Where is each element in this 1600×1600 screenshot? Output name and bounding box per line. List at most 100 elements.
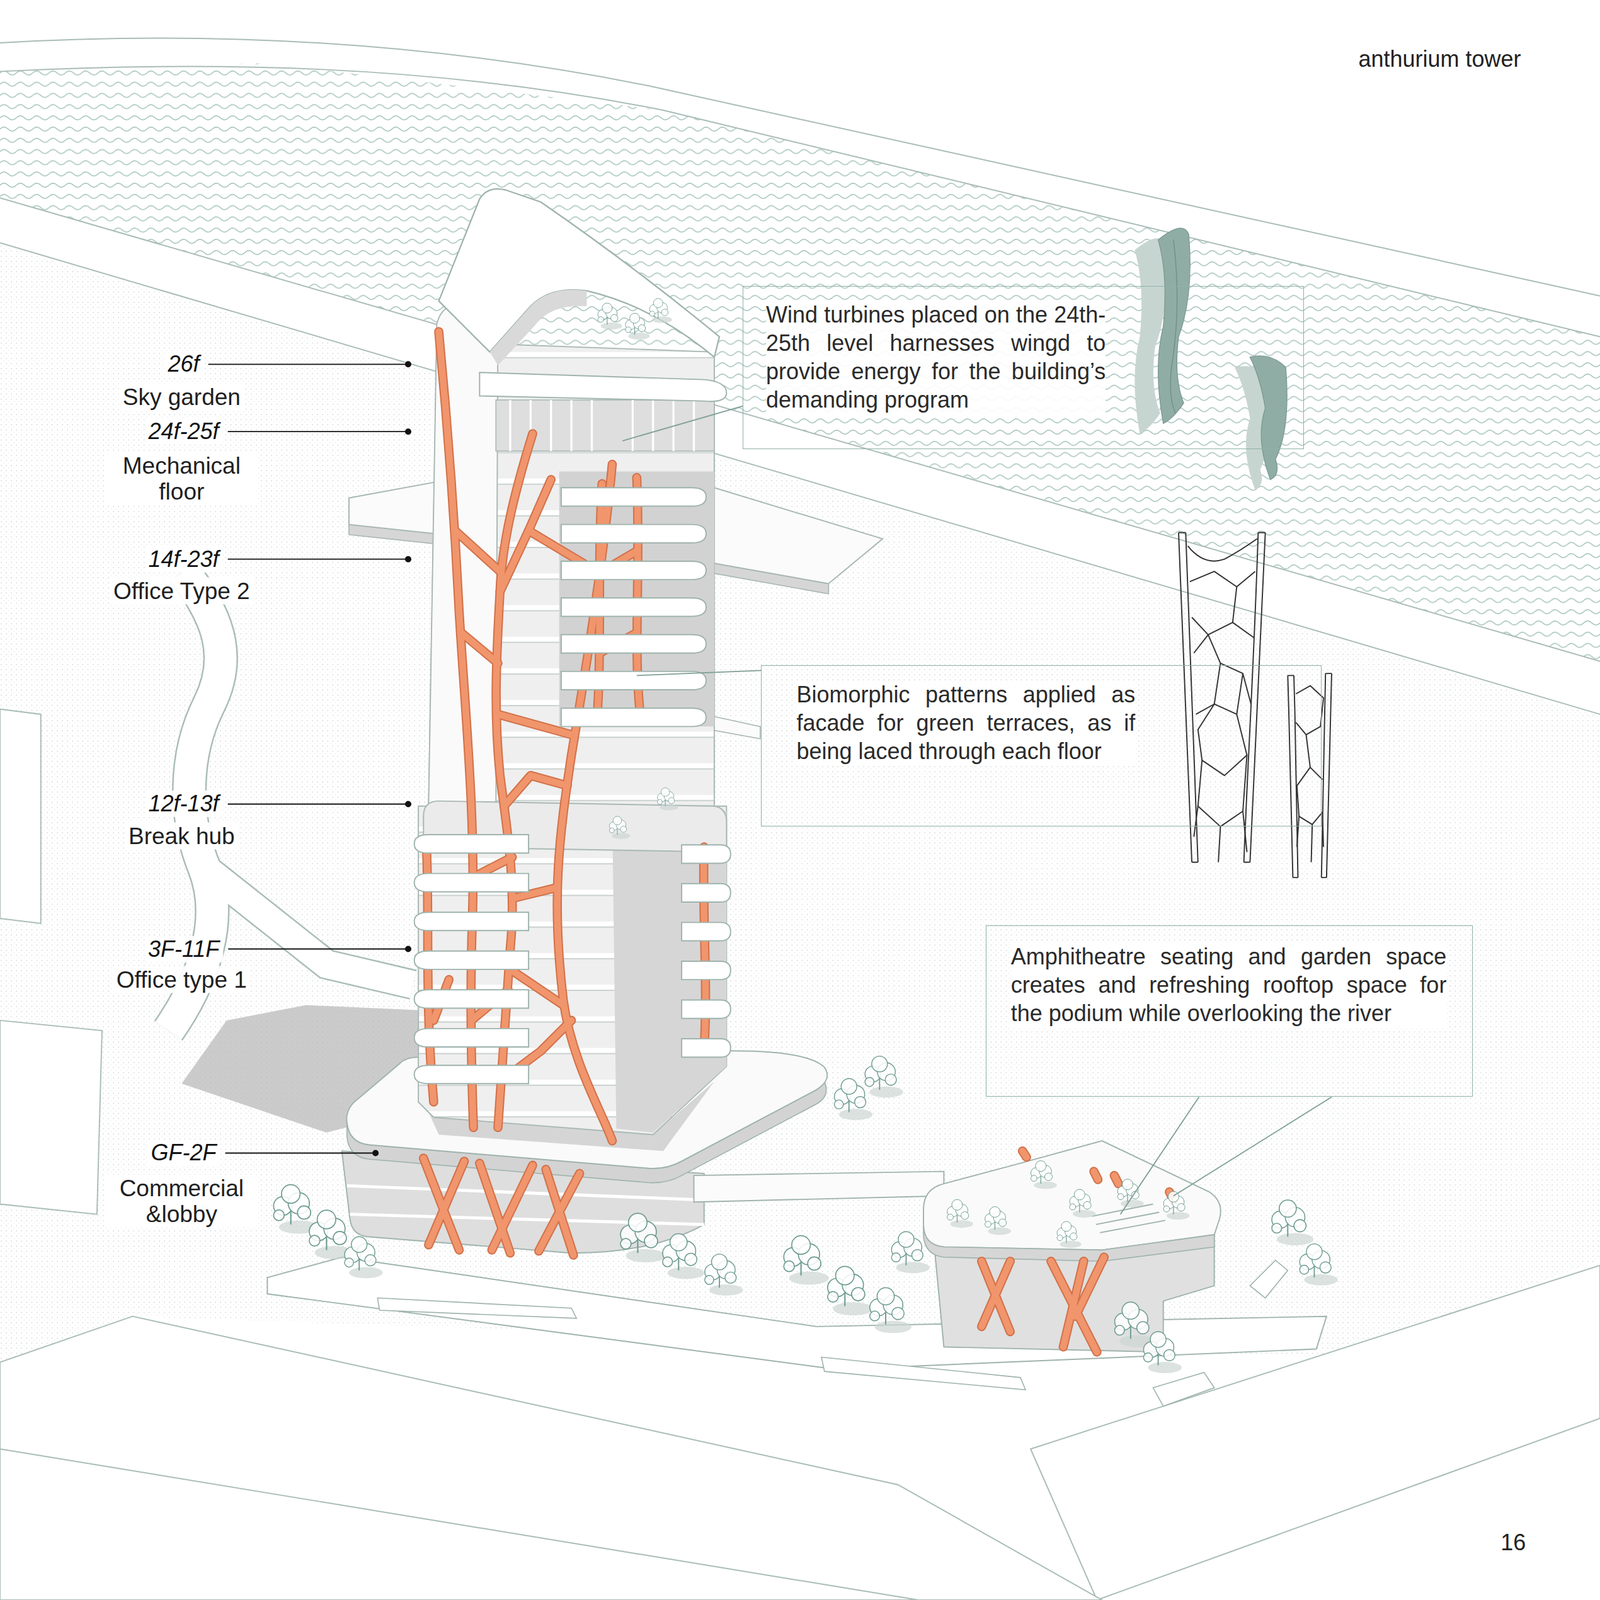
terrace-balconies [561,671,707,690]
floor-range: GF-2F [147,1139,221,1166]
trees [273,298,1338,1374]
tower-roof [490,289,588,366]
wind-turbine [1134,228,1287,490]
biomorphic-lattice [423,331,1174,1352]
site-ground [0,709,41,924]
floor-leader [228,803,409,806]
leader-dot [372,1149,379,1156]
site-paving [821,1356,1026,1390]
page-title: anthurium tower [1355,44,1524,74]
terrace-balconies [414,912,529,931]
lattice-study [1178,532,1266,863]
lattice-study [1297,811,1324,862]
terrace-balconies [414,989,529,1008]
terrace-balconies [414,834,529,853]
trees [864,1056,904,1098]
trees [625,313,651,340]
floor-range: 26f [164,350,204,378]
floor-range: 14f-23f [144,546,223,573]
terrace-balconies [681,844,731,863]
floor-use: Commercial &lobby [105,1174,258,1228]
leader-line [636,670,762,676]
site-paving [1249,1260,1288,1299]
terrace-balconies [681,961,731,980]
river [0,62,1600,661]
trees [1271,1200,1314,1246]
podium [694,1171,945,1203]
callout-text: Wind turbines placed on the 24th-25th le… [765,300,1106,414]
trees [1057,1221,1082,1248]
trees [1031,1160,1058,1190]
terrace-balconies [414,1028,529,1047]
terrace-balconies [414,951,529,970]
terrace-balconies [414,487,731,1084]
lattice-study [1287,675,1298,878]
lattice-study [1214,663,1252,715]
tower-roof [439,188,720,358]
site-ground [0,1448,919,1600]
leader-line [622,406,1332,1215]
biomorphic-lattice [423,331,1174,1352]
right-podium [923,1140,1221,1250]
lattice-study [1188,538,1258,561]
tower-roof [439,188,727,402]
wind-turbine [1249,355,1287,480]
floor-range: 24f-25f [144,418,223,445]
lattice-study [1244,532,1266,863]
leader-dot [405,428,412,435]
terrace-balconies [414,1065,529,1084]
site-paving [377,1298,577,1319]
trees [344,1236,383,1279]
trees [649,298,673,324]
site-paving [1152,1372,1214,1406]
terrace-balconies [681,922,731,941]
lattice-study [1198,704,1248,776]
floor-leader [228,430,409,433]
trees [1069,1189,1096,1218]
terrace-balconies [561,487,707,506]
river [0,197,1600,715]
leader-line [622,406,743,441]
river [0,66,1600,337]
trees [783,1235,829,1286]
trees [704,1254,744,1296]
floor-leader [228,948,409,950]
callout-text: Biomorphic patterns applied as facade fo… [796,680,1136,766]
callout-box: Biomorphic patterns applied as facade fo… [760,665,1321,827]
callout-text: Amphitheatre seating and garden space cr… [1011,942,1447,1028]
lattice-study [1295,685,1324,736]
lattice-study [1193,806,1247,863]
trees [1143,1331,1182,1374]
page-number: 16 [1496,1528,1530,1557]
leader-dot [405,556,412,563]
trees [620,1213,666,1263]
trees [869,1287,912,1333]
trees [947,1199,974,1228]
leader-dot [405,946,412,953]
tower-body [418,806,727,1136]
trees [827,1266,874,1316]
floor-leader [208,363,409,365]
floor-use: Sky garden [119,383,245,411]
river [0,243,1600,715]
floor-range: 3F-11F [144,936,223,963]
terrace-balconies [681,1038,731,1058]
wind-turbine [1158,228,1191,424]
lattice-study [1193,634,1221,715]
trees [1117,1179,1144,1208]
terrace-balconies [561,597,707,617]
trees [1163,1191,1190,1220]
leader-line [1120,1096,1200,1214]
leader-dot [405,360,412,368]
right-podium [1091,1203,1166,1233]
trees [891,1231,930,1274]
lattice-study [1178,532,1199,863]
wind-turbine [1170,240,1177,414]
trees [662,1233,705,1279]
lattice-study [1198,755,1248,827]
terrace-balconies [561,561,707,580]
